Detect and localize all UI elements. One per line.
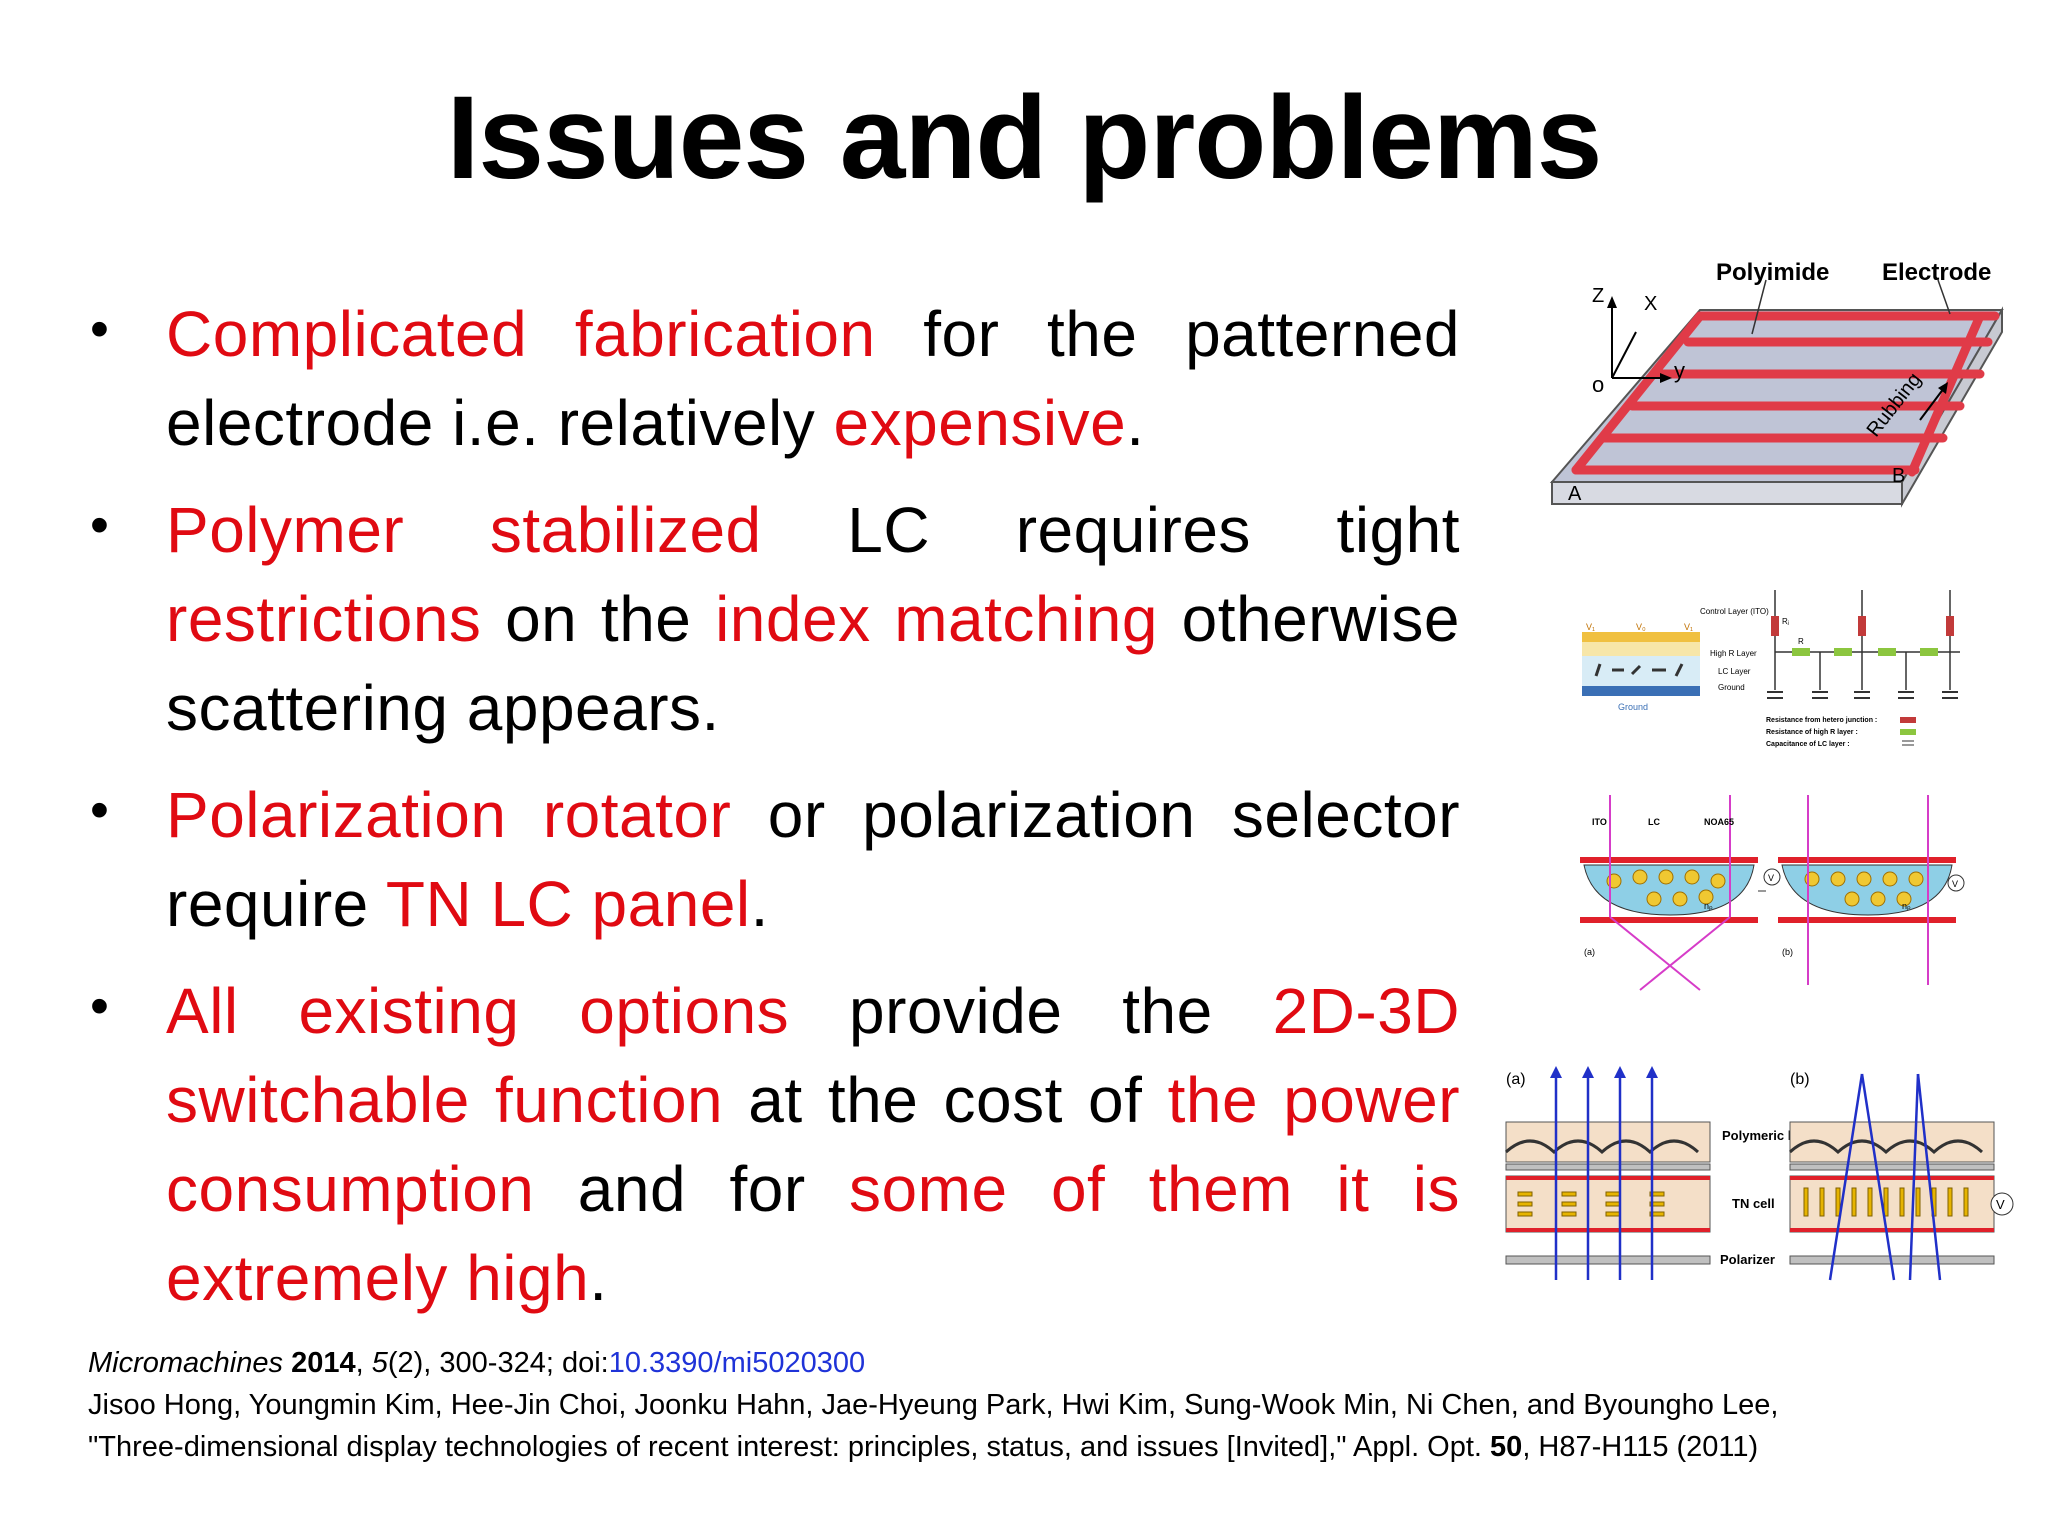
bullet-dot: •	[90, 495, 109, 555]
highlighted-phrase: TN LC panel	[385, 868, 751, 940]
highlighted-phrase: the power consumption	[166, 1064, 1461, 1225]
highlighted-phrase: index matching	[715, 583, 1158, 655]
legend-capacitance: Capacitance of LC layer :	[1766, 741, 1850, 748]
reference-2-volume: 50	[1490, 1431, 1523, 1463]
rj-label: Rⱼ	[1782, 617, 1789, 626]
legend-high-r: Resistance of high R layer :	[1766, 729, 1858, 736]
plain-phrase: .	[1126, 387, 1145, 459]
bullet-item: • Polarization rotator or polarization se…	[82, 771, 1460, 949]
ground-bottom-label: Ground	[1618, 702, 1648, 712]
tn-cell-label: TN cell	[1732, 1196, 1775, 1211]
doi-link[interactable]: 10.3390/mi5020300	[608, 1347, 866, 1379]
bullet-text: Polymer stabilized LC requires tight res…	[166, 486, 1460, 753]
ground-label: Ground	[1718, 683, 1745, 692]
noa-label: NOA65	[1704, 817, 1734, 827]
journal-year: 2014	[291, 1347, 356, 1379]
bullet-item: • Complicated fabrication for the pattern…	[82, 290, 1460, 468]
lc-label: LC	[1648, 817, 1660, 827]
v1-right-label: V₁	[1684, 622, 1693, 632]
plain-phrase: .	[750, 868, 769, 940]
v1-left-label: V₁	[1586, 622, 1595, 632]
origin-label: o	[1592, 372, 1604, 397]
highlighted-phrase: Complicated fabrication	[166, 298, 876, 370]
slide-title: Issues and problems	[446, 72, 1603, 204]
plain-phrase: .	[589, 1242, 608, 1314]
plain-phrase: or polarization selector require	[166, 779, 1460, 940]
v0-label: V₀	[1636, 622, 1646, 632]
bullet-dot: •	[90, 976, 109, 1036]
panel-b-label-fig4: (b)	[1790, 1071, 1810, 1088]
references: Micromachines 2014, 5(2), 300-324; doi:1…	[88, 1342, 1988, 1468]
bullet-text: Polarization rotator or polarization sel…	[166, 771, 1460, 949]
highlighted-phrase: expensive	[833, 387, 1127, 459]
plain-phrase: on the	[481, 583, 716, 655]
bullet-text: Complicated fabrication for the patterne…	[166, 290, 1460, 468]
reference-2-authors: Jisoo Hong, Youngmin Kim, Hee-Jin Choi, …	[88, 1389, 1779, 1421]
bullet-dot: •	[90, 299, 109, 359]
lc-layer-label: LC Layer	[1718, 667, 1751, 676]
voltage-b-label: V	[1952, 879, 1958, 889]
highlighted-phrase: All existing options	[166, 975, 790, 1047]
ito-label: ITO	[1592, 817, 1607, 827]
reference-2-pages: , H87-H115 (2011)	[1522, 1431, 1759, 1463]
reference-2-citation: "Three-dimensional display technologies …	[88, 1426, 1988, 1468]
bullet-dot: •	[90, 780, 109, 840]
control-layer-label: Control Layer (ITO)	[1700, 607, 1769, 616]
plain-phrase: for the patterned electrode i.e. relativ…	[166, 298, 1461, 459]
highlighted-phrase: some of them it is extremely high	[166, 1153, 1461, 1314]
np-a-label: nₚ	[1704, 901, 1713, 911]
journal-volume: 5	[371, 1347, 388, 1379]
bullet-item: • All existing options provide the 2D-3D …	[82, 967, 1460, 1323]
bullet-text: All existing options provide the 2D-3D s…	[166, 967, 1460, 1323]
panel-a-label: (a)	[1584, 947, 1595, 957]
corner-a-label: A	[1568, 483, 1582, 505]
highlighted-phrase: Polymer stabilized	[166, 494, 762, 566]
reference-2-title: "Three-dimensional display technologies …	[88, 1431, 1491, 1463]
r-label: R	[1798, 637, 1804, 646]
polyimide-label: Polyimide	[1716, 259, 1829, 286]
high-r-layer-label: High R Layer	[1710, 649, 1757, 658]
axis-x-label: X	[1644, 293, 1657, 315]
panel-a-label-fig4: (a)	[1506, 1071, 1526, 1088]
journal-name: Micromachines	[88, 1347, 283, 1379]
voltage-a-label: V	[1768, 873, 1774, 883]
axis-y-label: y	[1674, 358, 1685, 383]
plain-phrase: and for	[534, 1153, 850, 1225]
plain-phrase: at the cost of	[723, 1064, 1168, 1136]
voltage-fig4-label: V	[1996, 1197, 2005, 1212]
panel-b-label: (b)	[1782, 947, 1793, 957]
bullet-item: • Polymer stabilized LC requires tight re…	[82, 486, 1460, 753]
legend-hetero-junction: Resistance from hetero junction :	[1766, 717, 1877, 724]
journal-issue-pages: (2), 300-324; doi:	[387, 1347, 609, 1379]
bullet-list: • Complicated fabrication for the pattern…	[82, 290, 1460, 1341]
reference-1: Micromachines 2014, 5(2), 300-324; doi:1…	[88, 1347, 866, 1379]
plain-phrase: LC requires tight	[761, 494, 1461, 566]
plain-phrase: provide the	[789, 975, 1273, 1047]
electrode-label: Electrode	[1882, 259, 1991, 286]
polarizer-label: Polarizer	[1720, 1252, 1775, 1267]
polymeric-lens-tn-figure: (a) (b) Polymeric lens TN cell Polarizer	[1500, 1060, 2020, 1290]
highlighted-phrase: restrictions	[166, 583, 482, 655]
axis-z-label: Z	[1592, 285, 1604, 307]
np-b-label: nₚ	[1902, 901, 1911, 911]
patterned-electrode-figure: Polyimide Electrode Z X y o Rubbing A B	[1540, 250, 2020, 530]
corner-b-label: B	[1892, 465, 1905, 487]
control-layer-circuit-figure: V₁ V₀ V₁ Ground Control Layer (ITO) High…	[1570, 580, 1970, 760]
lc-lens-figure: V ITO LC NOA65 nₚ (a) V nₚ	[1570, 785, 1970, 995]
highlighted-phrase: 2D-3D switchable function	[166, 975, 1461, 1136]
plain-phrase: otherwise scattering appears.	[166, 583, 1461, 744]
highlighted-phrase: Polarization rotator	[166, 779, 732, 851]
